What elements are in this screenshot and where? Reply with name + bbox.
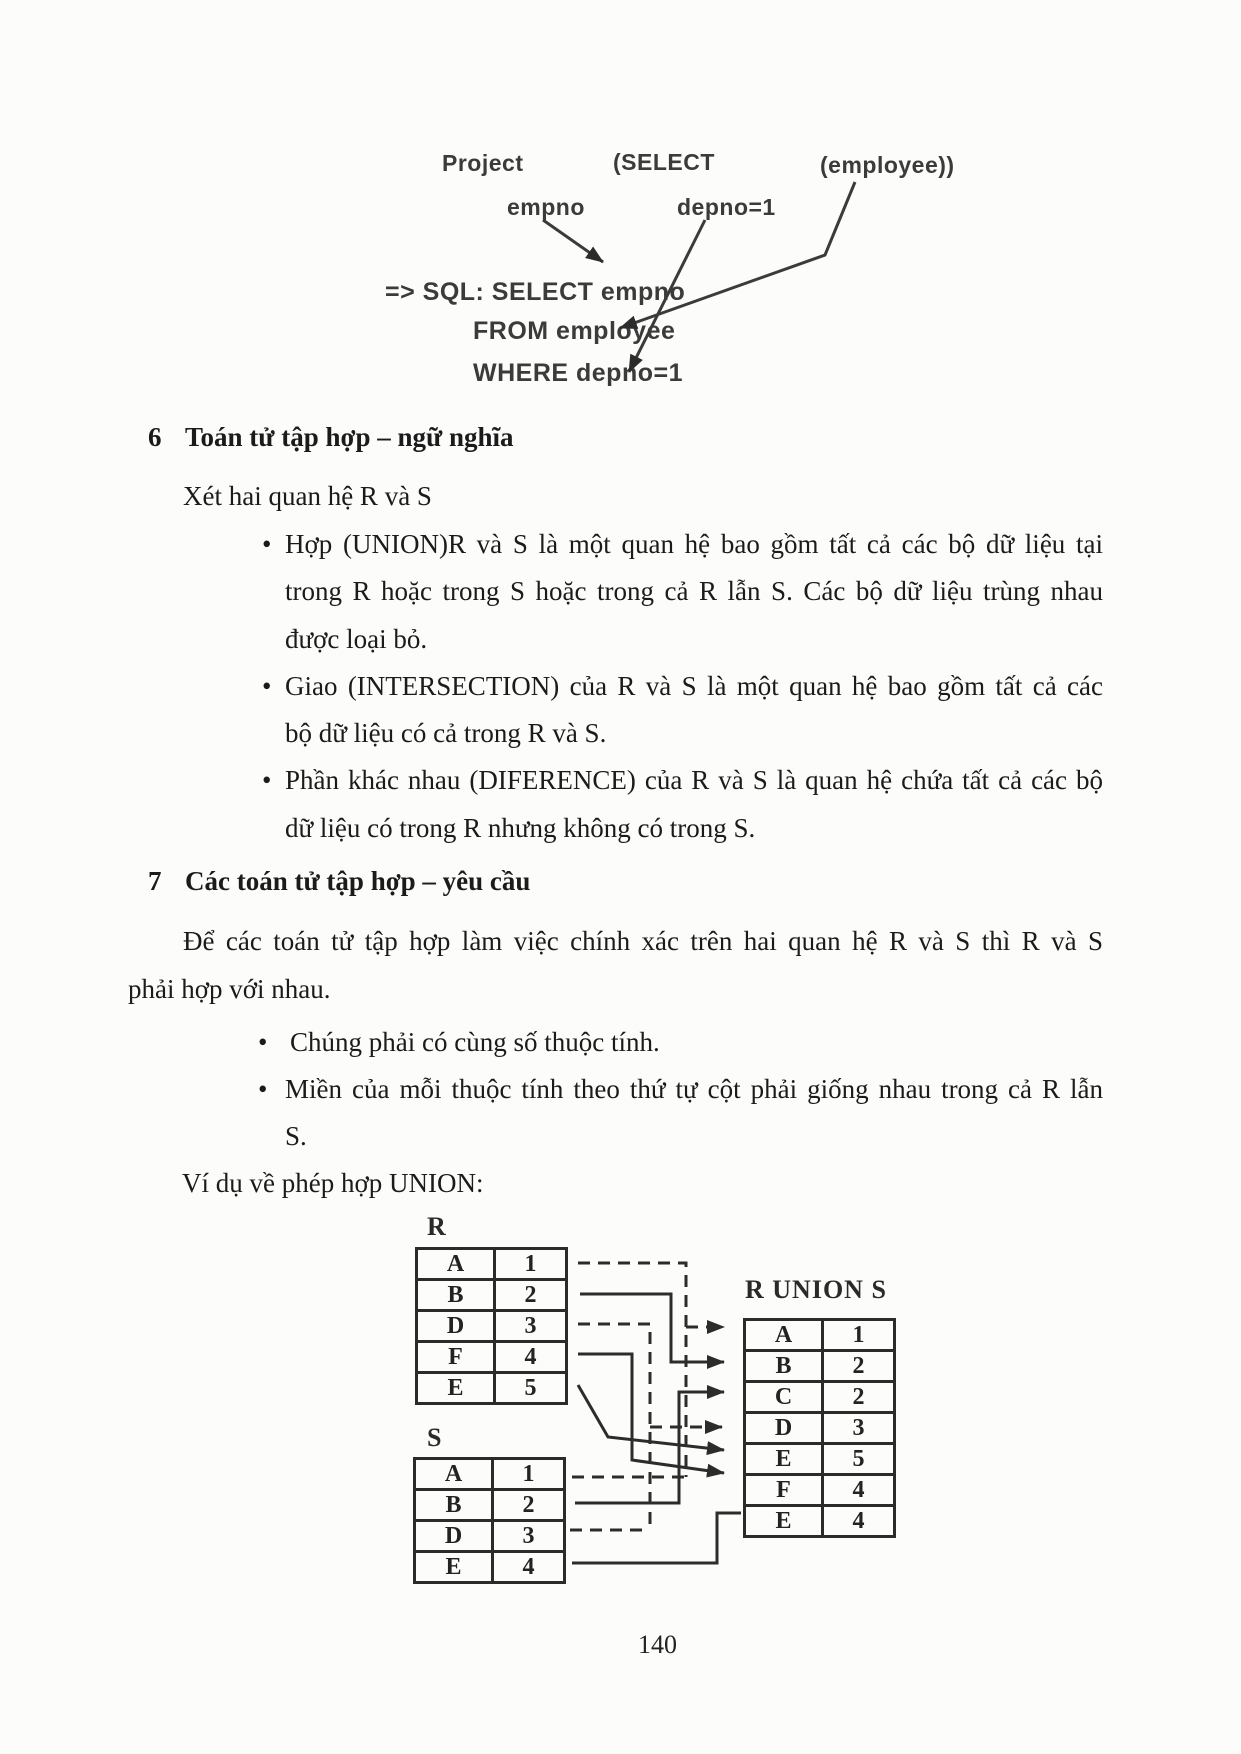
figure-sql-select-line: => SQL: SELECT empno: [385, 278, 686, 306]
figure-label-empno: empno: [507, 194, 585, 220]
figure-sql-where-line: WHERE depno=1: [473, 359, 683, 387]
table-cell-letter: E: [746, 1507, 824, 1535]
bullet-icon: •: [258, 1074, 268, 1104]
page-number: 140: [638, 1630, 677, 1659]
s7-para-line1: Để các toán tử tập hợp làm việc chính xá…: [183, 926, 1103, 956]
table-cell-value: 2: [852, 1352, 865, 1379]
s7-bullet1-line1: Chúng phải có cùng số thuộc tính.: [290, 1027, 660, 1057]
table-cell-value: 3: [524, 1312, 537, 1339]
s7-bullet2-line2: S.: [285, 1121, 307, 1151]
table-cell-letter: E: [418, 1374, 496, 1402]
table-cell-letter: F: [746, 1476, 824, 1504]
figure-label-employee: (employee)): [820, 152, 955, 178]
figure-label-depno: depno=1: [677, 194, 776, 220]
table-cell-letter: A: [416, 1460, 494, 1488]
section-7-title: Các toán tử tập hợp – yêu cầu: [185, 866, 531, 896]
s6-bullet3-line1: Phần khác nhau (DIFERENCE) của R và S là…: [285, 765, 1103, 795]
table-s-label: S: [427, 1423, 443, 1452]
union-solid-connectors: [572, 1292, 741, 1565]
table-cell-value: 1: [522, 1460, 535, 1487]
s6-bullet2-line2: bộ dữ liệu có cả trong R và S.: [285, 718, 607, 748]
table-cell-letter: D: [746, 1414, 824, 1442]
table-cell-letter: B: [418, 1281, 496, 1309]
table-cell-value: 2: [522, 1491, 535, 1518]
table-cell-value: 4: [852, 1507, 865, 1534]
table-cell-value: 4: [852, 1476, 865, 1503]
table-cell-letter: A: [746, 1321, 824, 1349]
table-cell-letter: E: [416, 1553, 494, 1581]
figure-sql-from-line: FROM employee: [473, 317, 676, 345]
table-cell-value: 2: [524, 1281, 537, 1308]
section-6-intro: Xét hai quan hệ R và S: [183, 481, 432, 511]
table-cell-value: 1: [524, 1250, 537, 1277]
table-cell-value: 3: [522, 1522, 535, 1549]
s7-bullet2-line1: Miền của mỗi thuộc tính theo thứ tự cột …: [285, 1074, 1103, 1104]
table-cell-value: 5: [524, 1374, 537, 1401]
table-cell-letter: D: [416, 1522, 494, 1550]
s6-bullet3-line2: dữ liệu có trong R nhưng không có trong …: [285, 813, 756, 843]
s6-bullet1-line1: Hợp (UNION)R và S là một quan hệ bao gồm…: [285, 529, 1103, 559]
table-cell-letter: B: [746, 1352, 824, 1380]
table-cell-value: 4: [524, 1343, 537, 1370]
table-cell-letter: A: [418, 1250, 496, 1278]
s7-para-line2: phải hợp với nhau.: [128, 974, 331, 1004]
bullet-icon: •: [262, 529, 272, 559]
table-cell-value: 4: [522, 1553, 535, 1580]
s6-bullet1-line3: được loại bỏ.: [285, 624, 428, 654]
table-cell-letter: F: [418, 1343, 496, 1371]
section-7-number: 7: [148, 866, 162, 896]
table-union-label: R UNION S: [745, 1275, 887, 1304]
table-cell-value: 1: [852, 1321, 865, 1348]
table-cell-letter: E: [746, 1445, 824, 1473]
figure-label-select: (SELECT: [613, 149, 715, 175]
table-cell-value: 3: [852, 1414, 865, 1441]
table-cell-letter: B: [416, 1491, 494, 1519]
bullet-icon: •: [262, 765, 272, 795]
table-cell-letter: D: [418, 1312, 496, 1340]
bullet-icon: •: [258, 1027, 268, 1057]
figure-label-project: Project: [442, 150, 524, 176]
s6-bullet1-line2: trong R hoặc trong S hoặc trong cả R lẫn…: [285, 576, 1103, 606]
union-example-caption: Ví dụ về phép hợp UNION:: [182, 1168, 484, 1198]
table-r-label: R: [427, 1212, 447, 1241]
union-dashed-connectors: [570, 1261, 725, 1532]
table-cell-letter: C: [746, 1383, 824, 1411]
bullet-icon: •: [262, 671, 272, 701]
table-cell-value: 2: [852, 1383, 865, 1410]
s6-bullet2-line1: Giao (INTERSECTION) của R và S là một qu…: [285, 671, 1103, 701]
table-cell-value: 5: [852, 1445, 865, 1472]
section-6-title: Toán tử tập hợp – ngữ nghĩa: [185, 422, 514, 452]
section-6-number: 6: [148, 422, 162, 452]
